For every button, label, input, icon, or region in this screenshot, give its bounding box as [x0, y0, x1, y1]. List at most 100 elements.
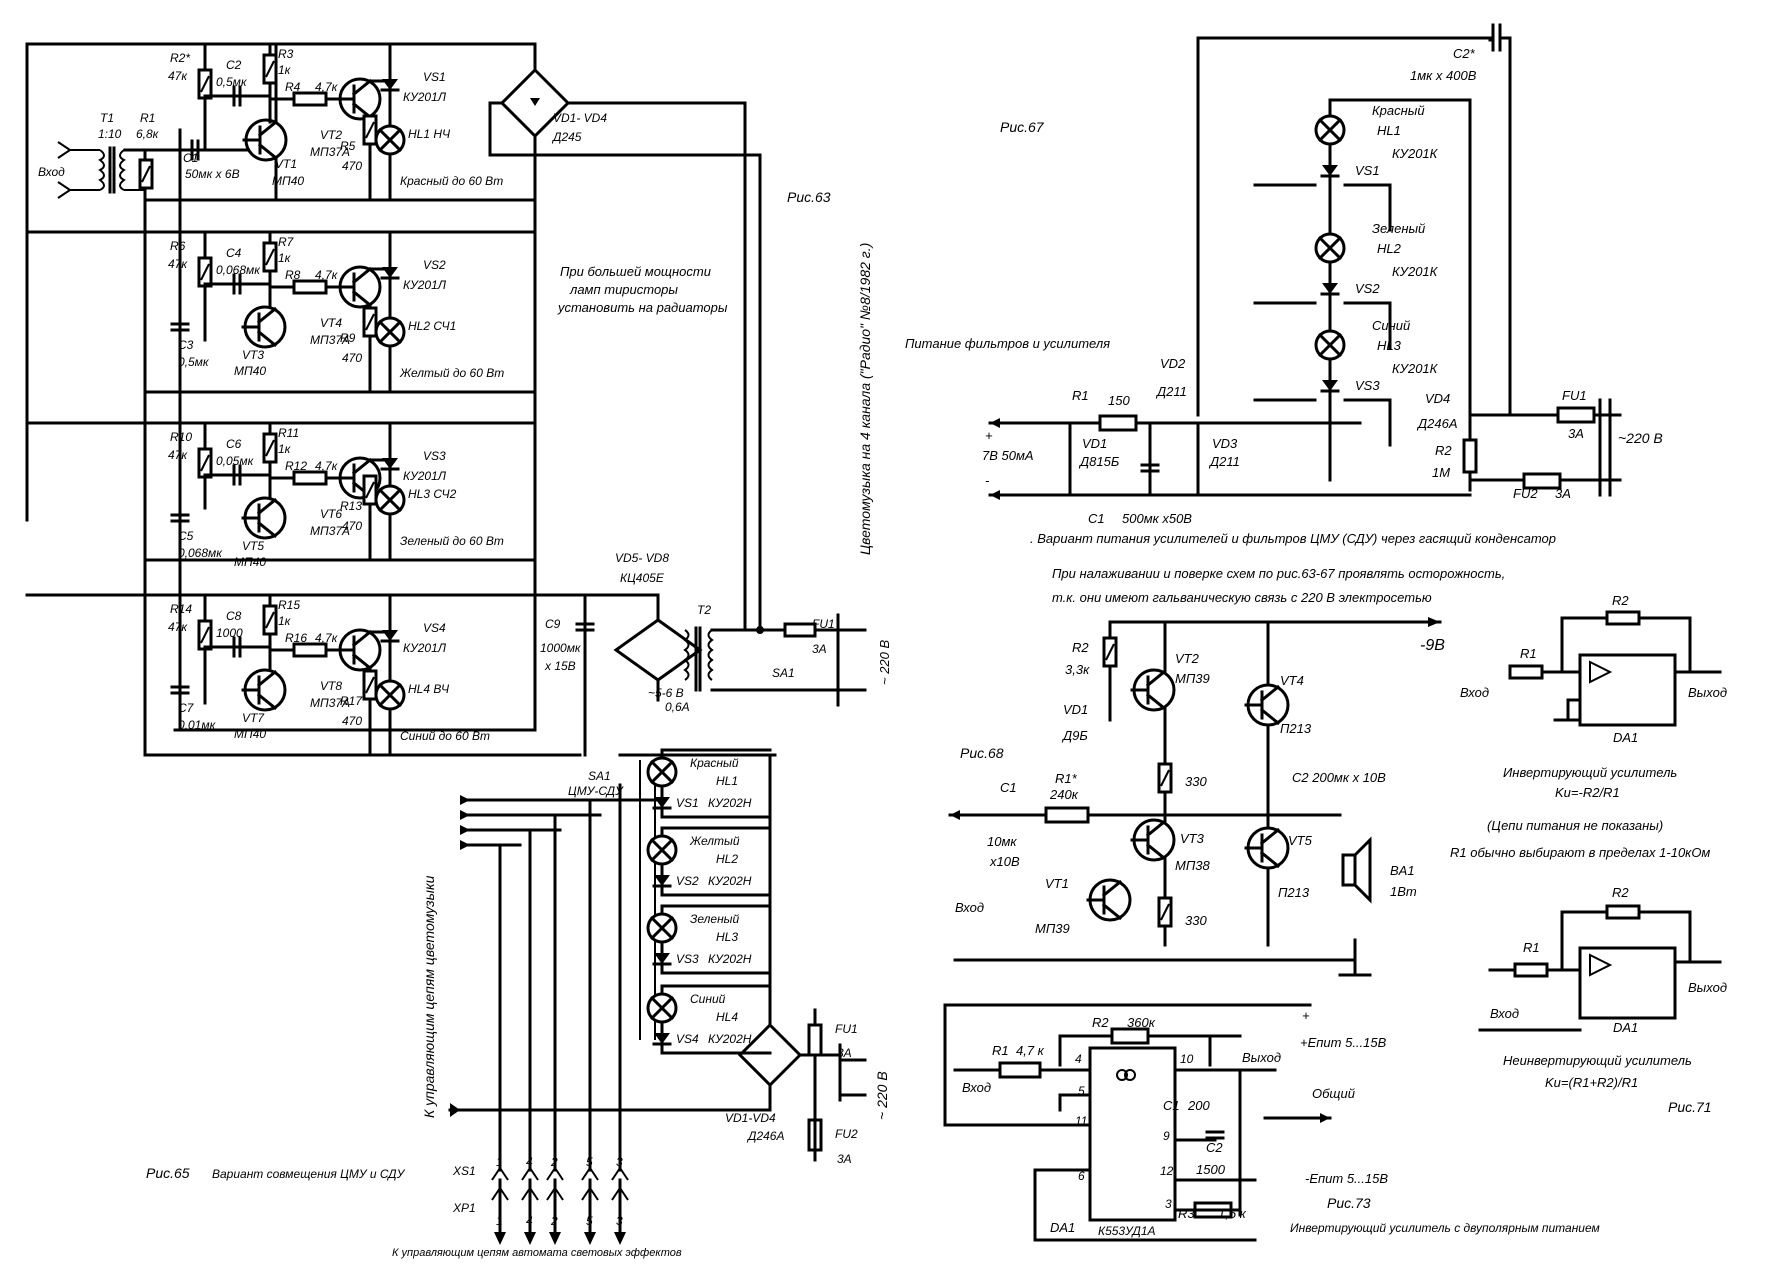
- fig73-plus: +: [1302, 1008, 1310, 1023]
- thyristor: [1320, 281, 1340, 296]
- fig68-r330b: 330: [1185, 913, 1207, 928]
- thyristor-vs: VS3: [1355, 378, 1380, 393]
- fig68-vt5-name: VT5: [1288, 833, 1313, 848]
- r-coll-name: R11: [278, 426, 299, 440]
- fig68-r330a: 330: [1185, 774, 1207, 789]
- thyristor-type: КУ201К: [1392, 361, 1439, 376]
- potentiometer: [292, 470, 328, 486]
- c-par-name: C2: [226, 58, 242, 72]
- lamp: [1314, 329, 1346, 361]
- pot-value: 4,7к: [315, 268, 339, 282]
- thyristor-type: КУ201К: [1392, 146, 1439, 161]
- fig67-vd3-type: Д211: [1208, 454, 1240, 469]
- fig71-noninv-r2: R2: [1612, 885, 1629, 900]
- fig67-vd4-type: Д246А: [1416, 416, 1458, 431]
- fig68-vt1-name: VT1: [1045, 876, 1069, 891]
- c-par-value: 0,5мк: [216, 75, 248, 89]
- fig71-labels: R2 R1 Вход Выход DA1 Инвертирующий усили…: [1450, 593, 1727, 1115]
- fig68-input: Вход: [955, 900, 984, 915]
- fig71-noninv-r1: R1: [1523, 940, 1540, 955]
- fig67-labels: Рис.67 C2* 1мк х 400В Питание фильтров и…: [905, 46, 1663, 605]
- pin-number-plug: 3: [616, 1214, 623, 1228]
- fig73-pin-9: 9: [1163, 1129, 1170, 1143]
- c-in-name: C3: [178, 338, 194, 352]
- fig67-out-minus: -: [985, 473, 990, 488]
- socket-icon: [546, 1166, 564, 1181]
- thyristor: [380, 77, 400, 92]
- fig65-fu1-name: FU1: [835, 1022, 858, 1036]
- lamp-hl: HL1: [716, 774, 738, 788]
- fig65-connector-pin-1: 11: [491, 1155, 509, 1245]
- c-par-name: C8: [226, 609, 242, 623]
- fig67-c1-name: C1: [1088, 511, 1105, 526]
- fig68-c2: C2 200мк х 10В: [1292, 770, 1386, 785]
- lamp-hl: HL4: [716, 1010, 738, 1024]
- fig68-vt5-type: П213: [1278, 885, 1310, 900]
- vt2-name: VT6: [320, 507, 342, 521]
- lamp-color: Желтый: [689, 834, 740, 848]
- fig68-supply: -9В: [1420, 637, 1445, 654]
- thyristor-type: КУ202Н: [708, 952, 752, 966]
- fig71-inv-r2: R2: [1612, 593, 1629, 608]
- lamp-color: Синий: [1372, 318, 1410, 333]
- c-par-name: C4: [226, 246, 242, 260]
- r-em-value: 470: [342, 714, 362, 728]
- fig63-note-line3: установить на радиаторы: [557, 300, 728, 315]
- lamp: [646, 834, 678, 866]
- lamp-note: Синий до 60 Вт: [400, 729, 490, 743]
- fig73-da-type: К553УД1А: [1098, 1224, 1156, 1238]
- fig67-warning-line1: При налаживании и поверке схем по рис.63…: [1052, 566, 1505, 581]
- pin-number-plug: 5: [586, 1214, 593, 1228]
- lamp: [374, 316, 406, 348]
- lamp: [646, 992, 678, 1024]
- resistor-r-top: [197, 68, 213, 100]
- lamp-color: Синий: [690, 992, 726, 1006]
- fig63-t1-name: T1: [100, 111, 114, 125]
- fig65-xs1: XS1: [452, 1164, 476, 1178]
- thyristor: [380, 628, 400, 643]
- fig63-bridge-name: VD1- VD4: [553, 111, 607, 125]
- fig71-noninv-da: DA1: [1613, 1020, 1638, 1035]
- thyristor-vs: VS3: [676, 952, 699, 966]
- transistor-vt1: [241, 496, 287, 540]
- arrow-icon: [549, 1232, 561, 1245]
- fig65-connector-pin-5: 33: [611, 1155, 629, 1245]
- resistor-r-em: [362, 114, 378, 146]
- fig63-r1-name: R1: [140, 111, 155, 125]
- fig63-labels: Рис.63 Цветомузыка на 4 канала ("Радио" …: [38, 111, 892, 714]
- fig68-ba1-power: 1Вт: [1390, 884, 1417, 899]
- fig73-r1-name: R1: [992, 1043, 1009, 1058]
- fig67-vd2-name: VD2: [1160, 356, 1186, 371]
- fig67-vd1-name: VD1: [1082, 436, 1107, 451]
- fig68-r1-value: 240к: [1049, 787, 1079, 802]
- fig67-warning-line2: т.к. они имеют гальваническую связь с 22…: [1052, 590, 1432, 605]
- lamp: [1314, 232, 1346, 264]
- c-in-value: 0,01мк: [178, 718, 217, 732]
- fig68-labels: Рис.68 -9В R2 3,3к VD1 Д9Б VT2 МП39 VT4 …: [955, 637, 1445, 936]
- fig73-labels: R2 360к R1 4,7 к Вход Выход + +Епит 5...…: [962, 1008, 1600, 1238]
- fig63-side-title: Цветомузыка на 4 канала ("Радио" №8/1982…: [857, 243, 873, 555]
- r-em-name: R17: [340, 694, 363, 708]
- fig65-schematic: [448, 753, 867, 1172]
- pot-value: 4,7к: [315, 459, 339, 473]
- fig73-pin-4: 4: [1075, 1052, 1082, 1066]
- resistor-r-top: [197, 619, 213, 651]
- pot-name: R12: [285, 459, 307, 473]
- transistor-vt1: [241, 668, 287, 712]
- arrow-icon: [614, 1232, 626, 1245]
- fig67-fu1-value: 3А: [1568, 426, 1584, 441]
- vt2-type: МП37А: [310, 696, 350, 710]
- fig63-power: [575, 593, 867, 757]
- vs-name: VS1: [423, 70, 446, 84]
- fig65-fu1-value: 3А: [837, 1046, 852, 1060]
- fig73-r3-value: 1,5 к: [1218, 1206, 1247, 1221]
- fig67-vd4-name: VD4: [1425, 391, 1450, 406]
- lamp: [1314, 114, 1346, 146]
- pot-value: 4,7к: [315, 631, 339, 645]
- r-top-name: R14: [170, 602, 192, 616]
